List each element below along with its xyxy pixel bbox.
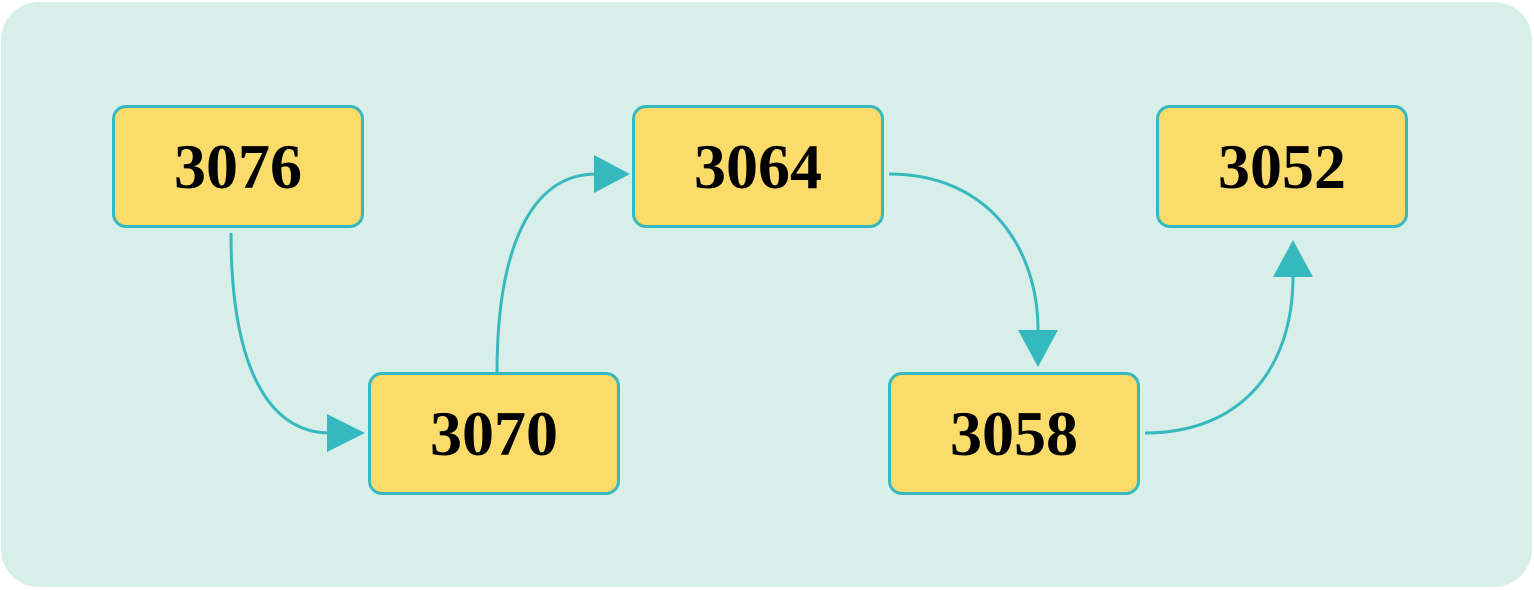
edge-3070-3064 — [495, 172, 597, 374]
edge-3058-3052 — [1144, 275, 1295, 435]
arrowhead-icon — [594, 155, 630, 193]
arrowhead-icon — [1018, 330, 1058, 367]
edge-3064-3058 — [888, 172, 1040, 331]
node-3070: 3070 — [368, 372, 620, 495]
node-3058: 3058 — [888, 372, 1140, 495]
node-3064: 3064 — [632, 105, 884, 228]
edge-3076-3070 — [229, 232, 331, 435]
node-3076: 3076 — [112, 105, 364, 228]
arrowhead-icon — [1273, 240, 1313, 277]
node-3052: 3052 — [1156, 105, 1408, 228]
arrowhead-icon — [327, 414, 365, 452]
